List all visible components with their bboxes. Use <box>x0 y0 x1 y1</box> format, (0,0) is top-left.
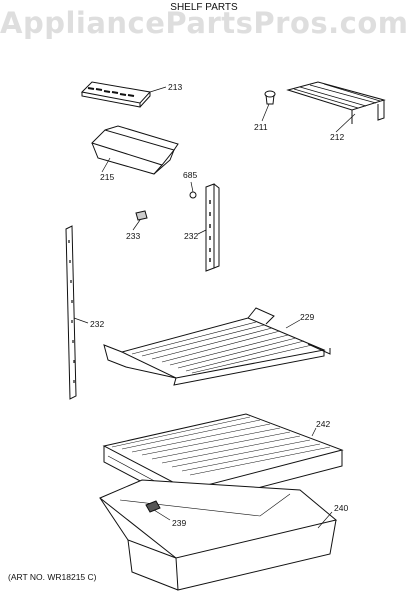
callout-232-long: 232 <box>90 319 105 329</box>
part-685-screw <box>189 191 197 199</box>
part-211-stud <box>264 90 276 105</box>
part-229-wire-shelf <box>103 307 331 386</box>
diagram-title: SHELF PARTS <box>170 2 238 13</box>
callout-239: 239 <box>172 518 187 528</box>
callout-212: 212 <box>330 132 345 142</box>
callout-229: 229 <box>300 312 315 322</box>
part-240-drawer-pan <box>99 479 338 591</box>
callout-685: 685 <box>183 170 198 180</box>
callout-232-short: 232 <box>184 231 199 241</box>
callout-233: 233 <box>126 231 141 241</box>
callout-242: 242 <box>316 419 331 429</box>
part-215-bin <box>91 125 179 175</box>
part-213-egg-tray <box>80 81 151 108</box>
part-239-slide <box>145 500 161 513</box>
site-watermark: AppliancePartsPros.com <box>0 6 408 40</box>
part-232-short-rail <box>205 183 220 272</box>
callout-211: 211 <box>254 122 268 132</box>
callout-213: 213 <box>168 82 183 92</box>
part-233-clip <box>135 210 148 221</box>
callout-240: 240 <box>334 503 349 513</box>
callout-215: 215 <box>100 172 115 182</box>
part-212-wire-shelf <box>286 81 386 124</box>
part-232-long-rail <box>65 225 77 400</box>
art-number: (ART NO. WR18215 C) <box>8 572 97 582</box>
